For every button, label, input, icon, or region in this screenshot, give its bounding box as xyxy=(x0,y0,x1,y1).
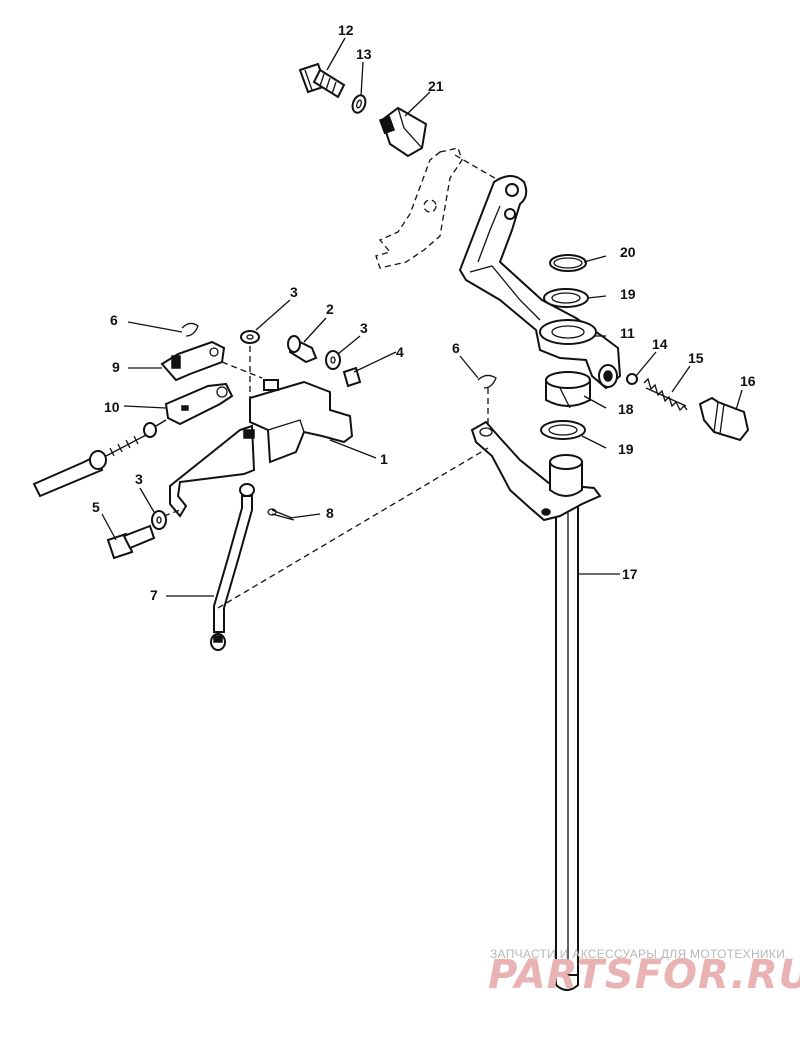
callout-4: 4 xyxy=(396,344,404,360)
clip-4 xyxy=(342,366,362,388)
watermark: ЗАПЧАСТИ И АКСЕССУАРЫ ДЛЯ МОТОТЕХНИКИ PA… xyxy=(488,947,800,998)
callout-3-low: 3 xyxy=(135,471,143,487)
callout-17: 17 xyxy=(622,566,638,582)
callout-6-left: 6 xyxy=(110,312,118,328)
washer-13 xyxy=(351,94,367,114)
callout-1: 1 xyxy=(380,451,388,467)
callout-21: 21 xyxy=(428,78,444,94)
callout-19-upper: 19 xyxy=(620,286,636,302)
callout-6-right: 6 xyxy=(452,340,460,356)
clamp-21 xyxy=(378,106,428,158)
link-9 xyxy=(160,340,226,382)
callout-15: 15 xyxy=(688,350,704,366)
spring-15 xyxy=(643,377,688,412)
callout-13: 13 xyxy=(356,46,372,62)
dashed-bracket-outline xyxy=(375,147,499,269)
shift-lever-11 xyxy=(458,175,622,390)
callout-12: 12 xyxy=(338,22,354,38)
bracket-1 xyxy=(169,379,354,518)
callout-14: 14 xyxy=(652,336,668,352)
callout-18: 18 xyxy=(618,401,634,417)
cotter-pin-8 xyxy=(267,508,295,521)
callout-labels: 12 13 21 20 19 11 14 15 16 18 19 17 6 3 … xyxy=(92,22,756,603)
control-cable xyxy=(32,419,167,498)
callout-20: 20 xyxy=(620,244,636,260)
callout-16: 16 xyxy=(740,373,756,389)
plug-16 xyxy=(698,396,750,442)
callout-8: 8 xyxy=(326,505,334,521)
rod-7 xyxy=(210,483,255,651)
callout-5: 5 xyxy=(92,499,100,515)
bolt-5 xyxy=(106,524,156,560)
callout-7: 7 xyxy=(150,587,158,603)
ball-14 xyxy=(626,373,638,385)
cable-end-10 xyxy=(164,382,234,426)
washer-3-mid xyxy=(325,350,341,370)
callout-2: 2 xyxy=(326,301,334,317)
pin-2 xyxy=(287,335,318,364)
retaining-ring-20 xyxy=(549,254,587,272)
washer-3-low xyxy=(151,510,167,530)
washer-3-top xyxy=(240,330,260,344)
e-clip-6-left xyxy=(181,322,199,337)
bolt-12 xyxy=(298,62,346,99)
callout-9: 9 xyxy=(112,359,120,375)
leader-lines xyxy=(101,37,743,597)
watermark-tagline: ЗАПЧАСТИ И АКСЕССУАРЫ ДЛЯ МОТОТЕХНИКИ xyxy=(490,947,785,961)
washer-19-lower xyxy=(540,420,586,440)
callout-19-lower: 19 xyxy=(618,441,634,457)
washer-19-upper xyxy=(543,288,589,308)
e-clip-6-right xyxy=(477,374,497,389)
callout-3-mid: 3 xyxy=(360,320,368,336)
bushing-18 xyxy=(545,371,591,409)
shift-shaft-17 xyxy=(470,420,602,991)
callout-11: 11 xyxy=(620,325,635,341)
callout-3-top: 3 xyxy=(290,284,298,300)
callout-10: 10 xyxy=(104,399,120,415)
watermark-logo-text: PARTSFOR.RU xyxy=(488,952,800,998)
